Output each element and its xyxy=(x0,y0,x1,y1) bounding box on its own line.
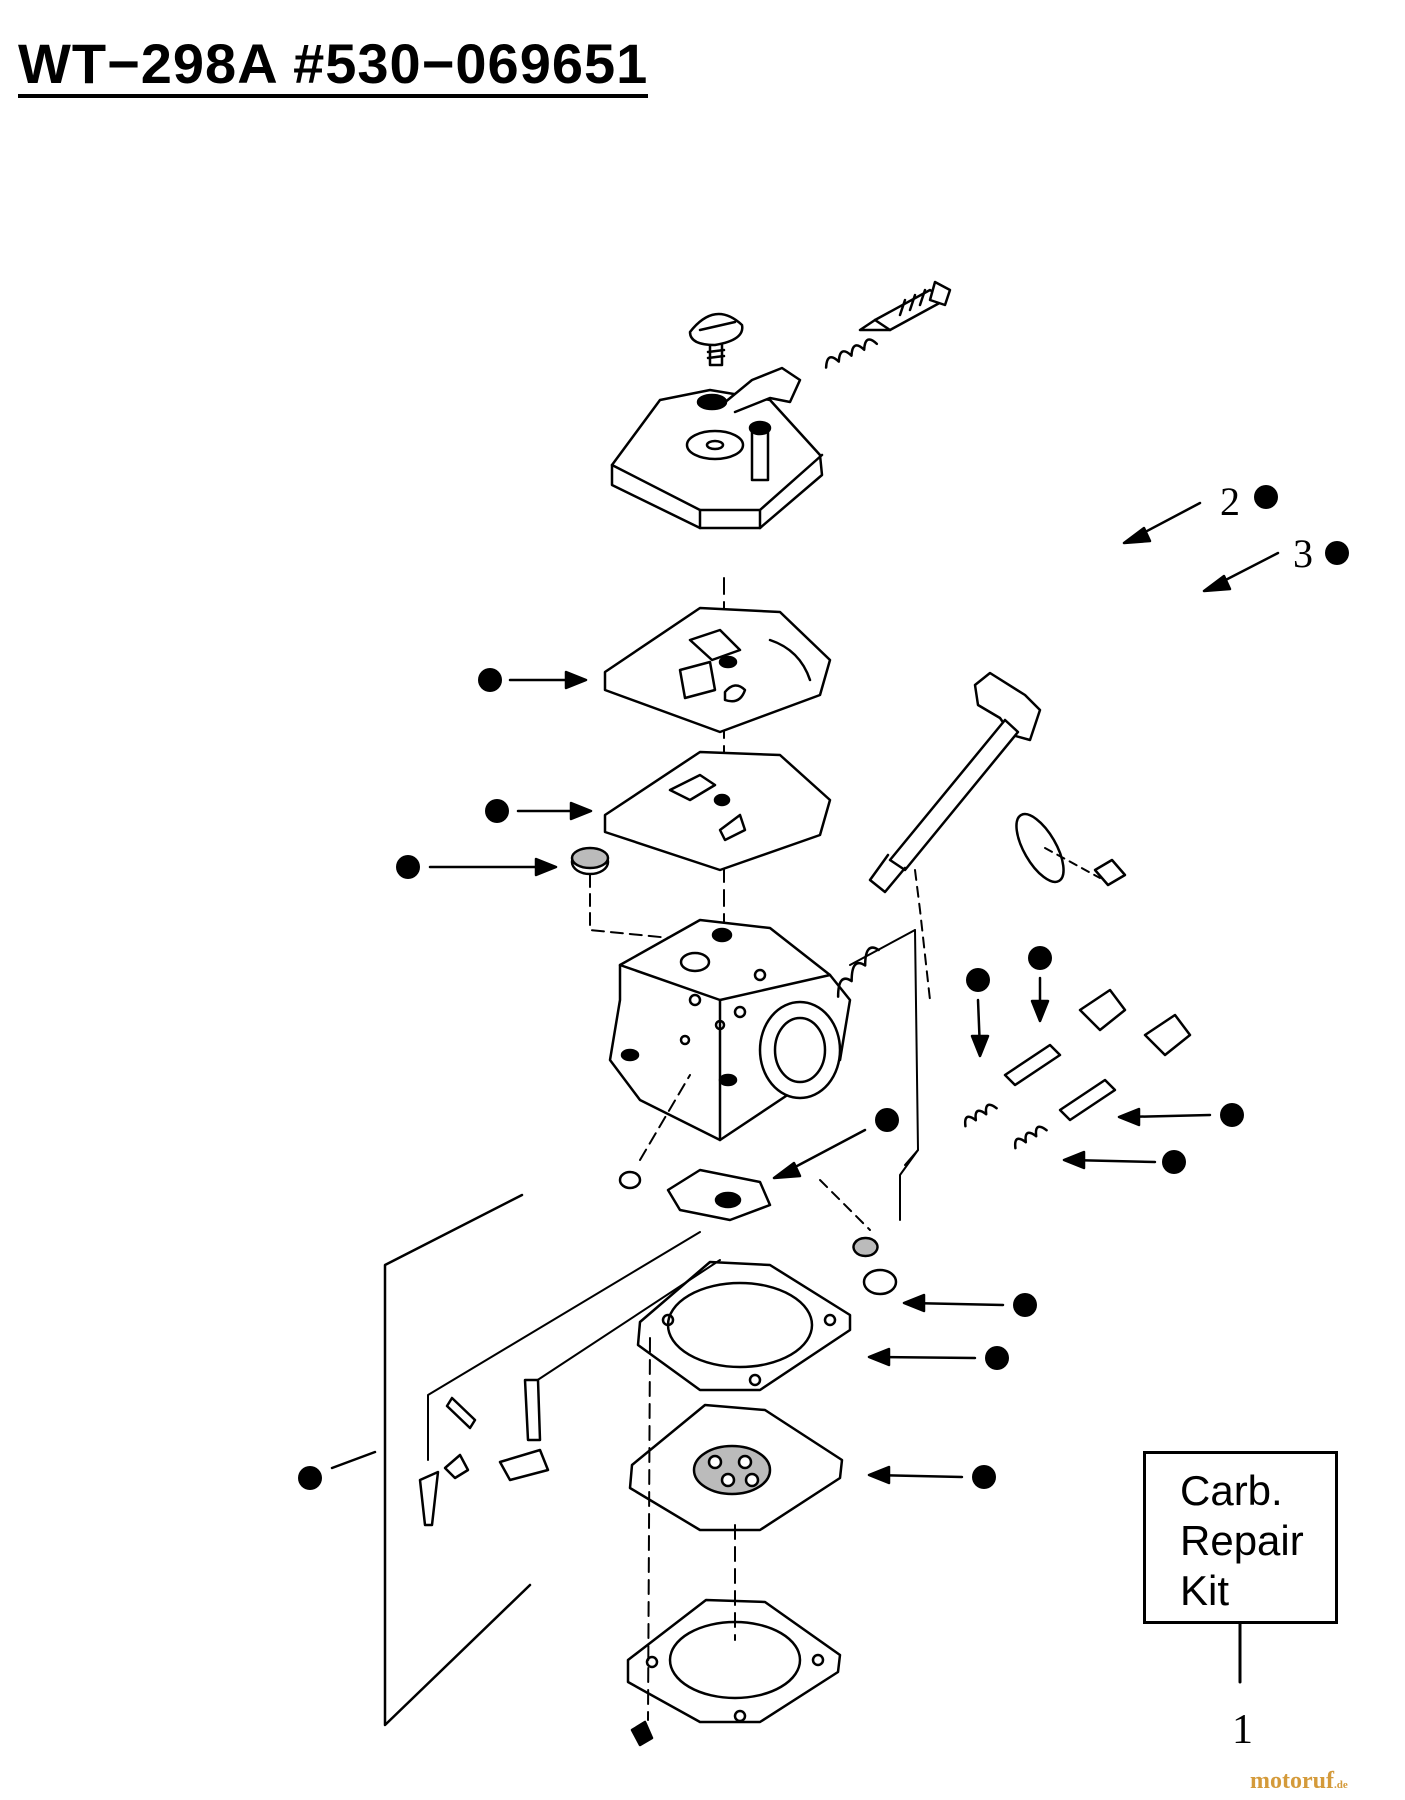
bottom-cover xyxy=(626,1598,842,1747)
kit-label-line-3: Kit xyxy=(1180,1567,1230,1614)
callout-number-2: 2 xyxy=(1220,479,1240,524)
pump-diaphragm xyxy=(628,1403,844,1532)
callout-dots xyxy=(298,485,1349,1490)
kit-label-line-1: Carb. xyxy=(1180,1467,1283,1514)
metering-diaphragm xyxy=(636,1260,852,1392)
gasket-plate-upper xyxy=(603,606,832,734)
top-cover-assembly xyxy=(610,280,952,530)
adjustment-pins xyxy=(418,1378,550,1527)
carb-repair-kit-box: Carb. Repair Kit xyxy=(1143,1451,1338,1624)
needle-spring-set xyxy=(914,869,1192,1150)
callout-arrows xyxy=(330,501,1280,1684)
kit-part-number: 1 xyxy=(1232,1707,1253,1753)
carburetor-body xyxy=(608,918,852,1142)
filter-screen xyxy=(570,846,691,941)
throttle-shaft-assembly xyxy=(836,671,1127,998)
gasket-plate-lower xyxy=(603,750,832,872)
metering-lever-parts xyxy=(618,1074,898,1296)
watermark-brand: motoruf xyxy=(1250,1768,1334,1794)
callout-number-3: 3 xyxy=(1293,531,1313,576)
diagram-title: WT−298A #530−069651 xyxy=(18,36,649,98)
kit-label-line-2: Repair xyxy=(1180,1517,1304,1564)
watermark-tld: .de xyxy=(1333,1779,1348,1791)
watermark-logo: motoruf.de xyxy=(1250,1768,1348,1795)
